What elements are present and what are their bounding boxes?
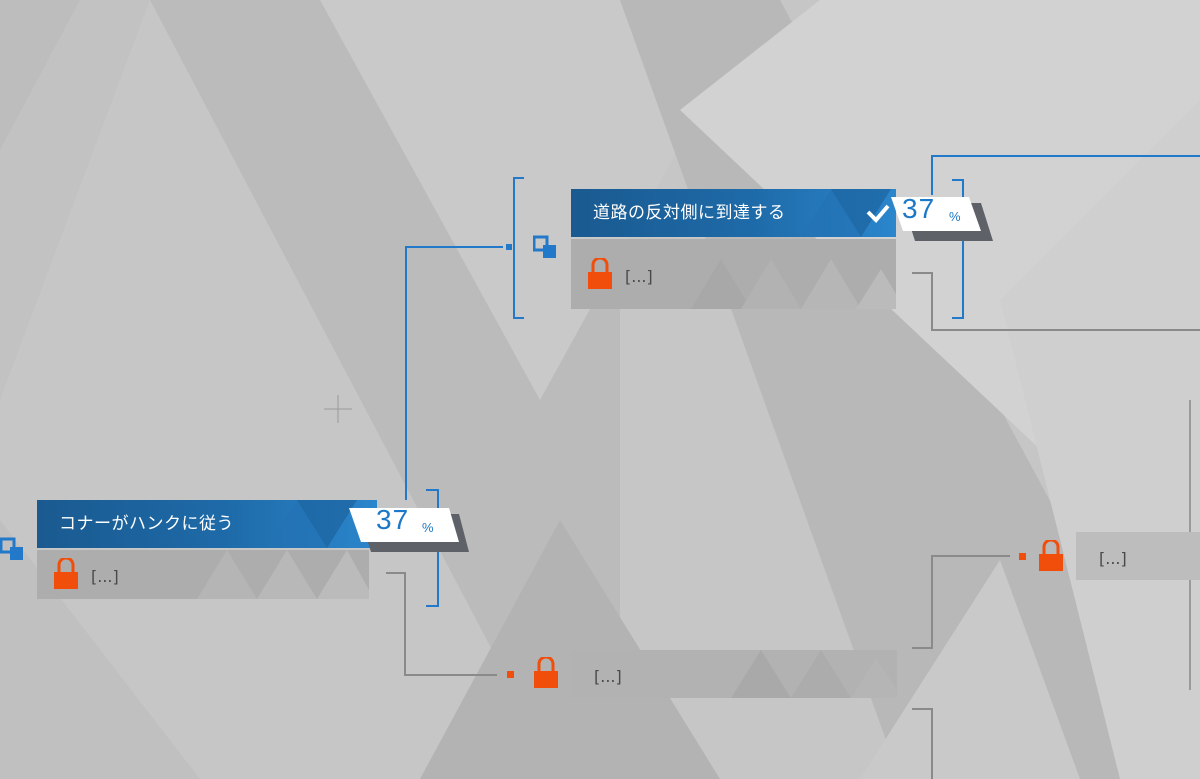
node-title: 道路の反対側に到達する <box>593 203 786 223</box>
locked-text: [...] <box>625 267 653 286</box>
percent-value: 37 <box>902 193 936 224</box>
percent-badge: 37 % <box>889 193 1009 249</box>
node-header: 道路の反対側に到達する <box>571 189 896 237</box>
percent-sign: % <box>422 520 434 535</box>
node-body: [...] <box>37 550 369 599</box>
choice-node-reach-other-side[interactable]: 道路の反対側に到達する 37 % [...] <box>571 189 1001 311</box>
padlock-icon <box>534 655 558 693</box>
padlock-icon <box>588 256 612 294</box>
header-pattern <box>267 500 357 548</box>
branch-icon <box>532 235 559 265</box>
branch-icon <box>0 537 26 567</box>
body-pattern <box>731 650 897 698</box>
locked-node-bottom[interactable]: [...] <box>571 650 897 698</box>
locked-text: [...] <box>1099 549 1127 568</box>
percent-badge: 37 % <box>349 504 469 560</box>
percent-sign: % <box>949 209 961 224</box>
header-pattern <box>801 189 891 237</box>
choice-node-corner-hank[interactable]: コナーがハンクに従う 37 % [...] <box>37 500 469 600</box>
locked-text: [...] <box>594 667 622 686</box>
locked-text: [...] <box>91 567 119 586</box>
node-header: コナーがハンクに従う <box>37 500 377 548</box>
locked-node-right[interactable]: [...] <box>1076 532 1200 580</box>
node-title: コナーがハンクに従う <box>59 514 234 534</box>
body-pattern <box>197 550 369 599</box>
percent-value: 37 <box>376 504 410 535</box>
node-body: [...] <box>571 239 896 309</box>
padlock-icon <box>54 556 78 594</box>
padlock-icon <box>1039 538 1063 576</box>
checkmark-icon <box>866 203 890 227</box>
body-pattern <box>691 259 896 309</box>
